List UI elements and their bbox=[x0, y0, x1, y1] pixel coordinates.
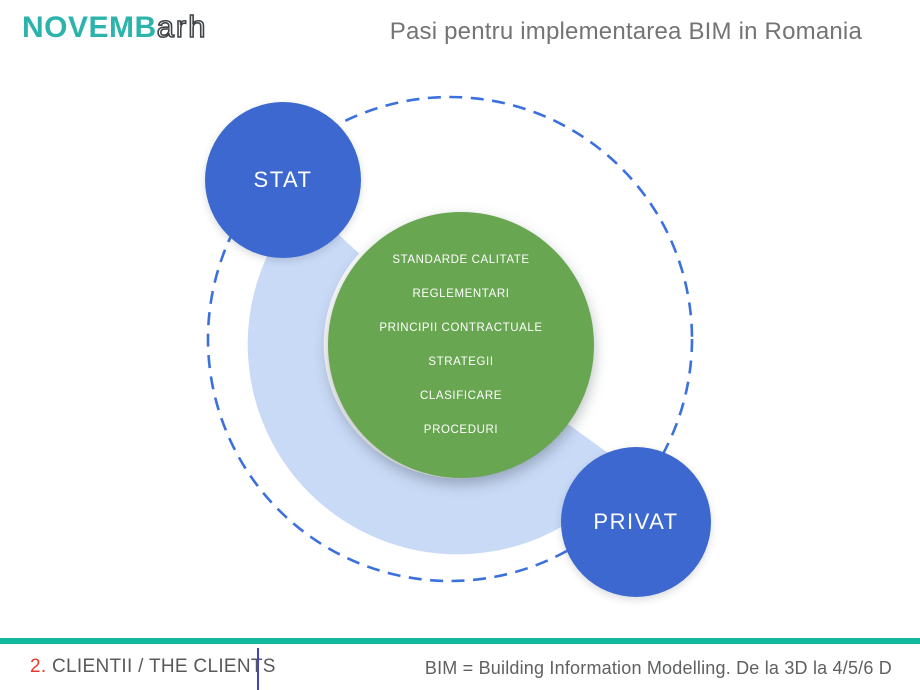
center-topic: CLASIFICARE bbox=[419, 390, 502, 402]
footer-section-number: 2. bbox=[30, 656, 47, 677]
dashed-orbit-circle bbox=[206, 95, 694, 583]
center-topic: STRATEGII bbox=[428, 356, 494, 368]
slide-title: Pasi pentru implementarea BIM in Romania bbox=[389, 18, 862, 45]
footer-section-label: CLIENTII / THE CLIENTS bbox=[46, 656, 276, 677]
progress-arc-band bbox=[247, 202, 628, 555]
node-privat-label: PRIVAT bbox=[593, 509, 679, 534]
center-topic: STANDARDE CALITATE bbox=[392, 254, 530, 266]
footer-section: 2. CLIENTII / THE CLIENTS bbox=[30, 656, 276, 678]
center-topic: PRINCIPII CONTRACTUALE bbox=[379, 322, 543, 334]
center-topic: PROCEDURI bbox=[423, 424, 499, 436]
node-privat: PRIVAT bbox=[561, 447, 711, 597]
logo: NOVEMBarh bbox=[22, 8, 208, 52]
footer-note: BIM = Building Information Modelling. De… bbox=[424, 658, 892, 678]
node-stat: STAT bbox=[205, 102, 361, 258]
footer-divider bbox=[257, 648, 259, 690]
logo-wordmark-secondary: arh bbox=[156, 8, 208, 45]
logo-wordmark-primary: NOVEMB bbox=[22, 11, 157, 44]
node-center-topics: STANDARDE CALITATE REGLEMENTARI PRINCIPI… bbox=[328, 212, 594, 478]
node-stat-label: STAT bbox=[253, 167, 313, 192]
center-topic: REGLEMENTARI bbox=[412, 288, 510, 300]
footer-rule bbox=[0, 638, 920, 644]
